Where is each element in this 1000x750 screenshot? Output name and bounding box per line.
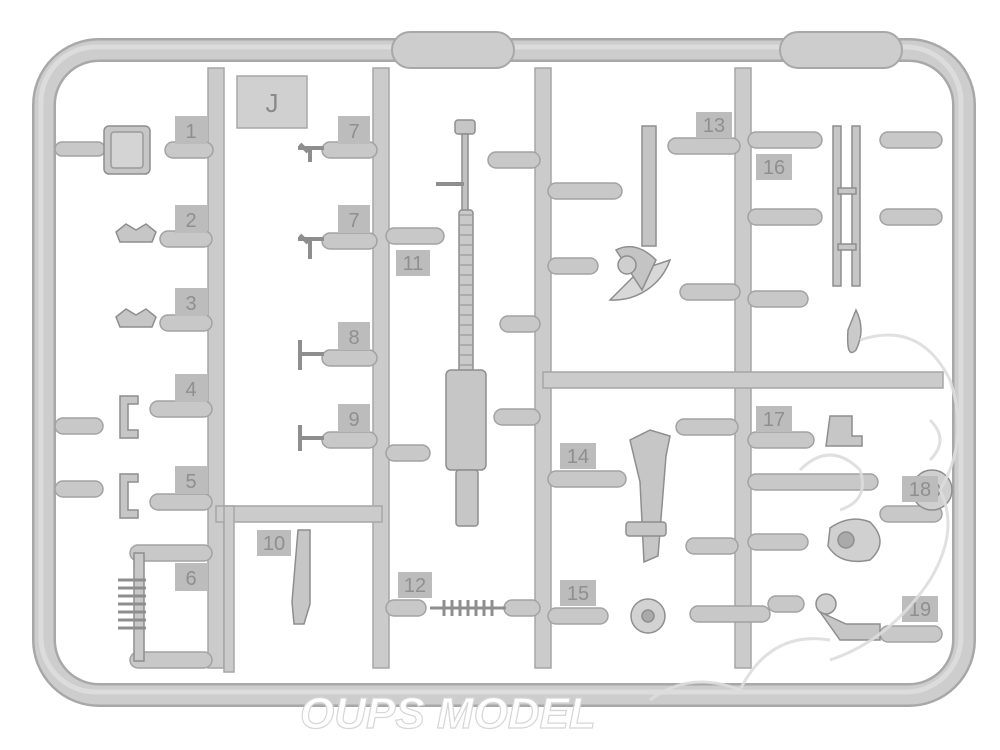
part-14-lever — [625, 429, 671, 564]
tag-10: 10 — [257, 530, 291, 556]
part-number: 6 — [185, 568, 196, 590]
tag-11: 11 — [396, 250, 430, 276]
part-3 — [115, 308, 157, 328]
tag-17: 17 — [756, 406, 792, 432]
part-7a — [298, 142, 324, 162]
frame-bulges — [391, 31, 903, 69]
part-17 — [825, 415, 863, 447]
tag-18: 18 — [902, 476, 938, 502]
part-number: 10 — [263, 533, 285, 555]
tag-13: 13 — [696, 112, 732, 138]
tag-7b: 7 — [338, 205, 370, 233]
tag-15: 15 — [560, 580, 596, 606]
part-19-link — [815, 593, 881, 641]
part-number: 3 — [185, 293, 196, 315]
part-number: 19 — [909, 599, 931, 621]
part-number: 14 — [567, 446, 589, 468]
tag-3: 3 — [175, 288, 207, 316]
tag-5: 5 — [175, 466, 207, 494]
part-number: 13 — [703, 115, 725, 137]
sprue-letter-tag: J — [236, 75, 308, 129]
part-number: 9 — [348, 409, 359, 431]
tag-14: 14 — [560, 443, 596, 469]
tag-1: 1 — [175, 116, 207, 144]
part-number: 15 — [567, 583, 589, 605]
part-number: 8 — [348, 327, 359, 349]
part-number: 4 — [185, 379, 196, 401]
tag-6: 6 — [175, 563, 207, 591]
part-15-disc — [630, 598, 666, 634]
tag-12: 12 — [398, 572, 432, 598]
watermark-text: OUPS MODEL — [300, 689, 596, 738]
part-12 — [430, 600, 506, 616]
part-number: 17 — [763, 409, 785, 431]
part-number: 11 — [403, 253, 424, 275]
tag-19: 19 — [902, 596, 938, 622]
part-number: 7 — [348, 121, 359, 143]
part-5 — [119, 473, 139, 519]
part-number: 7 — [348, 210, 359, 232]
part-number: 1 — [185, 121, 196, 143]
part-2 — [115, 223, 157, 243]
tag-7a: 7 — [338, 116, 370, 144]
part-4 — [119, 395, 139, 439]
part-11-machine-gun — [436, 119, 487, 527]
tag-8: 8 — [338, 322, 370, 350]
part-number: 16 — [763, 157, 785, 179]
part-number: 12 — [404, 575, 426, 597]
part-10 — [291, 529, 311, 625]
watermark: OUPS MODEL — [299, 333, 960, 739]
part-6 — [118, 552, 146, 662]
tag-9: 9 — [338, 404, 370, 432]
tag-4: 4 — [175, 374, 207, 402]
sprue-letter: J — [266, 88, 279, 118]
gates — [54, 131, 943, 669]
part-13-quadrant — [608, 125, 672, 301]
part-number-tags: 1 2 3 4 5 6 7 7 8 9 10 11 12 13 14 15 16… — [175, 112, 938, 622]
part-number: 18 — [909, 479, 931, 501]
part-number: 5 — [185, 471, 196, 493]
tag-2: 2 — [175, 205, 207, 233]
part-number: 2 — [185, 210, 196, 232]
part-8 — [298, 340, 324, 370]
watermark-mascot-outline — [649, 333, 960, 702]
part-16-ladder — [832, 125, 862, 354]
tag-16: 16 — [756, 154, 792, 180]
part-7b — [298, 233, 324, 259]
part-9 — [298, 425, 324, 451]
sprue-runners — [207, 67, 944, 673]
